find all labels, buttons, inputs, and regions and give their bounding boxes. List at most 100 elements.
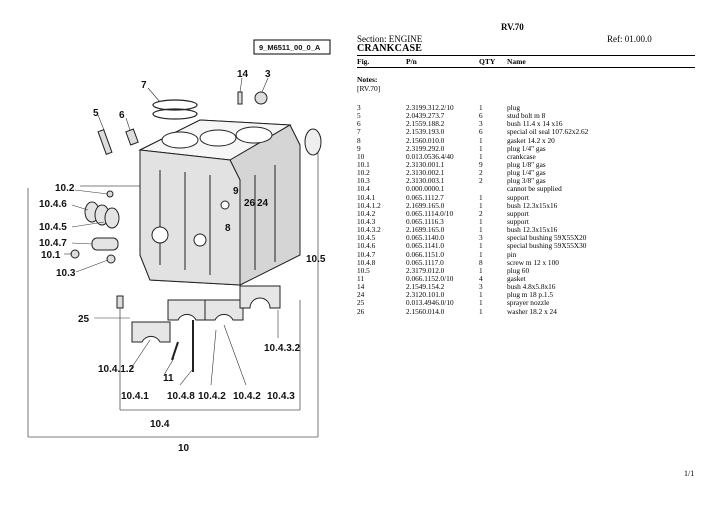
- cell-name: special oil seal 107.62x2.62: [507, 127, 589, 137]
- cell-qty: 1: [479, 290, 483, 300]
- engine-block: [138, 119, 301, 286]
- cell-qty: 4: [479, 273, 483, 283]
- cell-pn: 2.1560.014.0: [406, 306, 445, 316]
- cell-qty: 1: [479, 200, 483, 210]
- cell-qty: 6: [479, 127, 483, 137]
- cell-fig: 3: [357, 103, 361, 112]
- cell-qty: 3: [479, 119, 483, 129]
- notes-title: Notes:: [357, 75, 378, 84]
- cell-fig: 8: [357, 135, 361, 145]
- cell-qty: 8: [479, 257, 483, 267]
- cell-pn: 0.066.1151.0: [406, 249, 445, 259]
- cell-pn: 2.3120.101.0: [406, 290, 445, 300]
- cell-name: support: [507, 216, 529, 226]
- cell-fig: 10.4.5: [357, 233, 376, 243]
- callout-8: 8: [225, 223, 231, 234]
- cell-name: bush 4.8x5.8x16: [507, 282, 556, 292]
- callout-10-4-5: 10.4.5: [39, 222, 67, 233]
- cell-pn: 2.3199.312.2/10: [406, 103, 454, 112]
- cell-qty: 1: [479, 265, 483, 275]
- cell-qty: 3: [479, 233, 483, 243]
- cell-fig: 10.4.6: [357, 241, 376, 251]
- cell-fig: 6: [357, 119, 361, 129]
- callout-9: 9: [233, 186, 239, 197]
- table-row: 10.1 2.3130.001.1 9 plug 1/8" gas: [357, 159, 697, 169]
- bush-part: [237, 91, 243, 105]
- cell-qty: 1: [479, 306, 483, 316]
- cell-fig: 10.1: [357, 159, 370, 169]
- section-label: Section: ENGINE: [357, 34, 423, 44]
- plug-3-8: [106, 254, 116, 264]
- cell-qty: 1: [479, 298, 483, 308]
- column-header-pn: P/n: [406, 57, 417, 66]
- page-title: CRANKCASE: [357, 43, 423, 54]
- cell-qty: 1: [479, 135, 483, 145]
- cell-name: plug 1/8" gas: [507, 159, 546, 169]
- cell-qty: 1: [479, 216, 483, 226]
- cell-fig: 11: [357, 273, 365, 283]
- callout-24: 24: [257, 198, 269, 209]
- cell-name: screw m 12 x 100: [507, 257, 559, 267]
- callout-10-4-3: 10.4.3: [267, 391, 295, 402]
- cell-name: bush 12.3x15x16: [507, 200, 558, 210]
- cell-name: plug 60: [507, 265, 530, 275]
- cell-name: special bushing 59X55X30: [507, 241, 587, 251]
- cell-qty: 9: [479, 159, 483, 169]
- plug-part: [254, 91, 268, 105]
- cell-qty: 3: [479, 282, 483, 292]
- crankcase-drawing: 9_M6511_00_0_A: [27, 39, 331, 454]
- cell-fig: 10.4.2: [357, 208, 376, 218]
- cell-fig: 10.4.1.2: [357, 200, 381, 210]
- cell-fig: 10.4.3: [357, 216, 376, 226]
- callout-10-4-7: 10.4.7: [39, 238, 67, 249]
- callout-5: 5: [93, 108, 99, 119]
- callout-10-4-2-a: 10.4.2: [198, 391, 226, 402]
- header-rule-bottom: [357, 67, 695, 68]
- column-header-name: Name: [507, 57, 526, 66]
- callout-7: 7: [141, 80, 147, 91]
- cell-qty: 1: [479, 103, 483, 112]
- cell-pn: 0.066.1152.0/10: [406, 273, 454, 283]
- cell-pn: 0.065.1116.3: [406, 216, 444, 226]
- cell-name: sprayer nozzle: [507, 298, 550, 308]
- cell-pn: 0.013.4946.0/10: [406, 298, 454, 308]
- table-row: 25 0.013.4946.0/10 1 sprayer nozzle: [357, 299, 697, 307]
- callout-10: 10: [178, 443, 190, 454]
- leader-lines: [64, 77, 279, 386]
- cell-name: plug m 18 p.1.5: [507, 290, 554, 300]
- page-number: 1/1: [684, 469, 695, 478]
- callout-10-4-1-2: 10.4.1.2: [98, 364, 135, 375]
- cell-qty: 1: [479, 143, 483, 153]
- callout-10-5: 10.5: [306, 254, 326, 265]
- cell-name: cannot be supplied: [507, 184, 562, 194]
- cell-fig: 25: [357, 298, 365, 308]
- cell-pn: 2.3130.001.1: [406, 159, 445, 169]
- callout-labels: 14 3 7 5 6 10.2 10.4.6 10.4.5 10.4.7 10.…: [39, 69, 326, 454]
- plug-1-8: [70, 249, 80, 259]
- cell-pn: 0.065.1140.0: [406, 233, 445, 243]
- cell-name: support: [507, 192, 529, 202]
- cell-name: plug 3/8" gas: [507, 176, 546, 186]
- cell-fig: 10.4.7: [357, 249, 376, 259]
- cell-fig: 10.4: [357, 184, 370, 194]
- cell-qty: 1: [479, 249, 483, 259]
- parts-diagram: 9_M6511_00_0_A: [0, 0, 340, 470]
- callout-10-2: 10.2: [55, 183, 75, 194]
- cell-pn: 0.065.1114.0/10: [406, 208, 454, 218]
- cell-qty: 2: [479, 208, 483, 218]
- callout-10-1: 10.1: [41, 250, 61, 261]
- cell-pn: 0.065.1112.7: [406, 192, 444, 202]
- callout-6: 6: [119, 110, 125, 121]
- cell-name: crankcase: [507, 151, 536, 161]
